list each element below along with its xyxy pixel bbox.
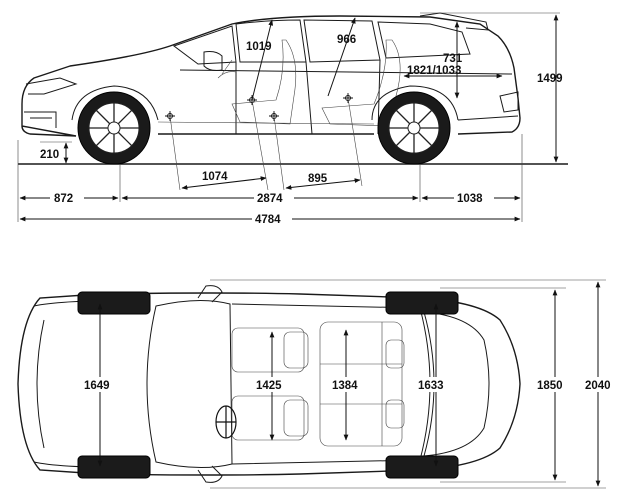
top-seats [231,321,405,447]
dim-legroom-rear: 895 [308,173,328,185]
side-view: 1019 966 731 1821/1033 1499 210 1074 895… [17,12,568,226]
dim-shoulder-front: 1425 [256,380,282,392]
dim-rear-track: 1633 [418,380,444,392]
top-body-outline [17,292,521,476]
width-extension-lines [210,279,606,489]
legroom-rear-guides [273,97,363,191]
side-mirror [203,51,223,71]
windshield-top [146,299,233,469]
dim-cargo-length: 1821/1033 [407,65,461,77]
tire-front-right [77,455,151,479]
rear-wheel [377,91,451,165]
dim-wheelbase: 2874 [257,193,283,205]
top-mirror-lower [197,465,223,483]
top-view: 1649 1425 1384 1633 1850 2040 [17,279,620,489]
dim-headroom-front: 1019 [246,41,272,53]
front-wheel-arch-cladding [71,85,159,121]
dim-shoulder-rear: 1384 [332,380,358,392]
dim-rear-overhang: 1038 [457,193,483,205]
windshield [172,25,237,65]
side-body-outline [21,15,521,137]
seat-reference-point-icon [165,93,353,121]
tire-front-left [77,291,151,315]
dim-width-mirrors: 2040 [585,380,611,392]
steering-wheel [217,59,237,79]
steering-wheel-top [215,405,237,439]
front-bumper [24,111,57,128]
dim-cargo-height: 731 [443,53,463,65]
legroom-front-arrow [181,176,267,190]
dim-width: 1850 [537,380,563,392]
tire-rear-right [385,455,459,479]
headlight [25,77,78,95]
roof-spoiler [419,12,489,31]
arrow-up-icon [251,19,274,101]
dim-front-overhang: 872 [54,193,73,205]
legroom-rear-arrow [285,178,361,190]
rear-seat [321,39,401,127]
dim-legroom-front: 1074 [202,171,228,183]
dim-headroom-rear: 966 [337,34,356,46]
horizontal-extension-lines [17,134,523,222]
tire-rear-left [385,291,459,315]
rear-wheel-arch-cladding [371,85,459,121]
rear-bumper [457,91,519,121]
arrow-up-icon [327,17,356,97]
front-wheel [77,91,151,165]
dim-overall-height: 1499 [537,73,563,85]
legroom-front-guides [169,99,269,191]
rear-door-window [303,19,381,63]
dim-front-track: 1649 [84,380,110,392]
dim-ground-clearance: 210 [40,149,59,161]
door-lines [179,59,513,135]
top-mirror-upper [197,285,223,303]
dim-overall-length: 4784 [255,214,281,226]
front-seat [231,39,297,125]
